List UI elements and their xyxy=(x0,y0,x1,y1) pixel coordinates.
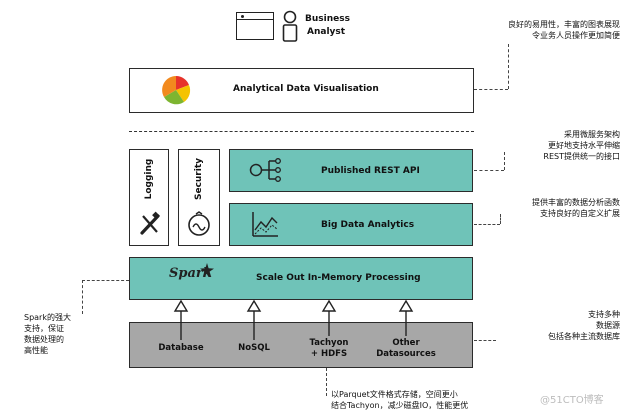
datasources-layer xyxy=(129,322,473,368)
tools-icon xyxy=(140,211,160,235)
connector-analytics-v xyxy=(500,214,501,224)
source-other: Other Datasources xyxy=(376,338,436,359)
processing-layer xyxy=(129,257,473,300)
note-spark: Spark的强大 支持，保证 数据处理的 高性能 xyxy=(24,313,71,355)
business-analyst-label: Business Analyst xyxy=(305,14,350,37)
security-label: Security xyxy=(194,157,204,201)
connector-datasources xyxy=(474,340,496,341)
user-icon xyxy=(282,10,298,42)
connector-analytics xyxy=(474,224,500,225)
connector-vis xyxy=(474,89,508,90)
visualisation-label: Analytical Data Visualisation xyxy=(233,84,379,94)
connector-spark-v xyxy=(82,280,83,314)
browser-window-icon xyxy=(236,12,274,40)
rest-api-label: Published REST API xyxy=(321,166,420,176)
dashed-separator xyxy=(129,131,474,132)
note-datasources: 支持多种 数据源 包括各种主流数据库 xyxy=(548,310,620,341)
processing-label: Scale Out In-Memory Processing xyxy=(256,273,421,283)
spark-star-icon xyxy=(200,263,214,277)
connector-vis-v xyxy=(508,44,509,89)
security-box xyxy=(178,149,220,246)
big-data-analytics-label: Big Data Analytics xyxy=(321,220,415,230)
note-analytics: 提供丰富的数据分析函数 支持良好的自定义扩展 xyxy=(532,198,620,218)
line-chart-icon xyxy=(252,212,278,237)
big-data-analytics-layer xyxy=(229,203,473,246)
network-nodes-icon xyxy=(249,158,281,182)
connector-rest xyxy=(474,170,504,171)
source-nosql: NoSQL xyxy=(238,343,270,353)
note-visualisation: 良好的易用性，丰富的图表展现 令业务人员操作更加简便 xyxy=(508,20,620,40)
source-tachyon-hdfs: Tachyon + HDFS xyxy=(309,338,349,359)
logging-label: Logging xyxy=(144,158,154,200)
spark-logo: Spark xyxy=(169,266,212,281)
connector-spark xyxy=(82,280,129,281)
note-rest-api: 采用微服务架构 更好地支持水平伸缩 REST提供统一的接口 xyxy=(543,130,620,161)
watermark: @51CTO博客 xyxy=(540,395,604,406)
source-database: Database xyxy=(158,343,204,353)
note-parquet: 以Parquet文件格式存储，空间更小 结合Tachyon，减少磁盘IO，性能更… xyxy=(331,390,469,410)
source-arrows xyxy=(173,299,414,340)
logging-box xyxy=(129,149,169,246)
connector-parquet xyxy=(326,368,327,396)
security-shield-icon xyxy=(188,211,210,236)
connector-rest-v xyxy=(504,152,505,170)
pie-chart-icon xyxy=(162,76,191,105)
